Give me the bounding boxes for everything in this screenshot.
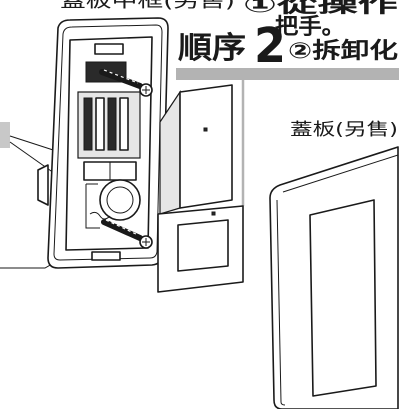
step-banner-bar [176, 68, 399, 80]
top-screw-cross [142, 86, 150, 94]
handle-plate-window [177, 219, 229, 272]
frame-inner-edge [53, 24, 163, 261]
top-screw-thread [103, 69, 139, 84]
switch-knob [99, 179, 141, 221]
bottom-screw-cross [142, 238, 150, 246]
left-callout-box [0, 122, 10, 148]
operating-handle [157, 84, 244, 293]
handle-mark [203, 127, 208, 132]
cover-plate [269, 146, 399, 409]
frame-side-tab [37, 164, 49, 206]
frame-top-slot [94, 43, 124, 55]
step2-text: ②拆卸化 [288, 38, 398, 64]
handle-lower-plate [157, 205, 244, 293]
frame-label: 蓋板中框(另售) [60, 0, 235, 12]
step1-line1: ①從操作 [243, 0, 398, 18]
cover-plate-window [309, 199, 377, 397]
terminal-slot-1 [83, 97, 93, 151]
step1-line2: 把手。 [275, 14, 345, 40]
top-screw [99, 69, 153, 97]
knob-housing [85, 183, 100, 229]
handle-front-face [179, 84, 233, 209]
step-title: 順序 [178, 31, 246, 66]
cover-label: 蓋板(另售) [290, 120, 398, 140]
cover-plate-outer [269, 146, 399, 409]
step-number: 2 [254, 18, 286, 74]
plate-mark [211, 211, 216, 216]
switch-knob-inner [106, 186, 134, 214]
bottom-screw-shaft [101, 219, 143, 241]
terminal-slot-3 [107, 97, 117, 151]
bottom-screw [101, 219, 153, 249]
frame-bottom-slot [91, 251, 121, 261]
terminal-slot-2 [95, 97, 105, 151]
terminal-slot-4 [119, 97, 129, 151]
top-screw-shaft [99, 69, 143, 89]
wire-squiggle [89, 211, 111, 220]
cover-plate-inner-edge [276, 154, 399, 406]
